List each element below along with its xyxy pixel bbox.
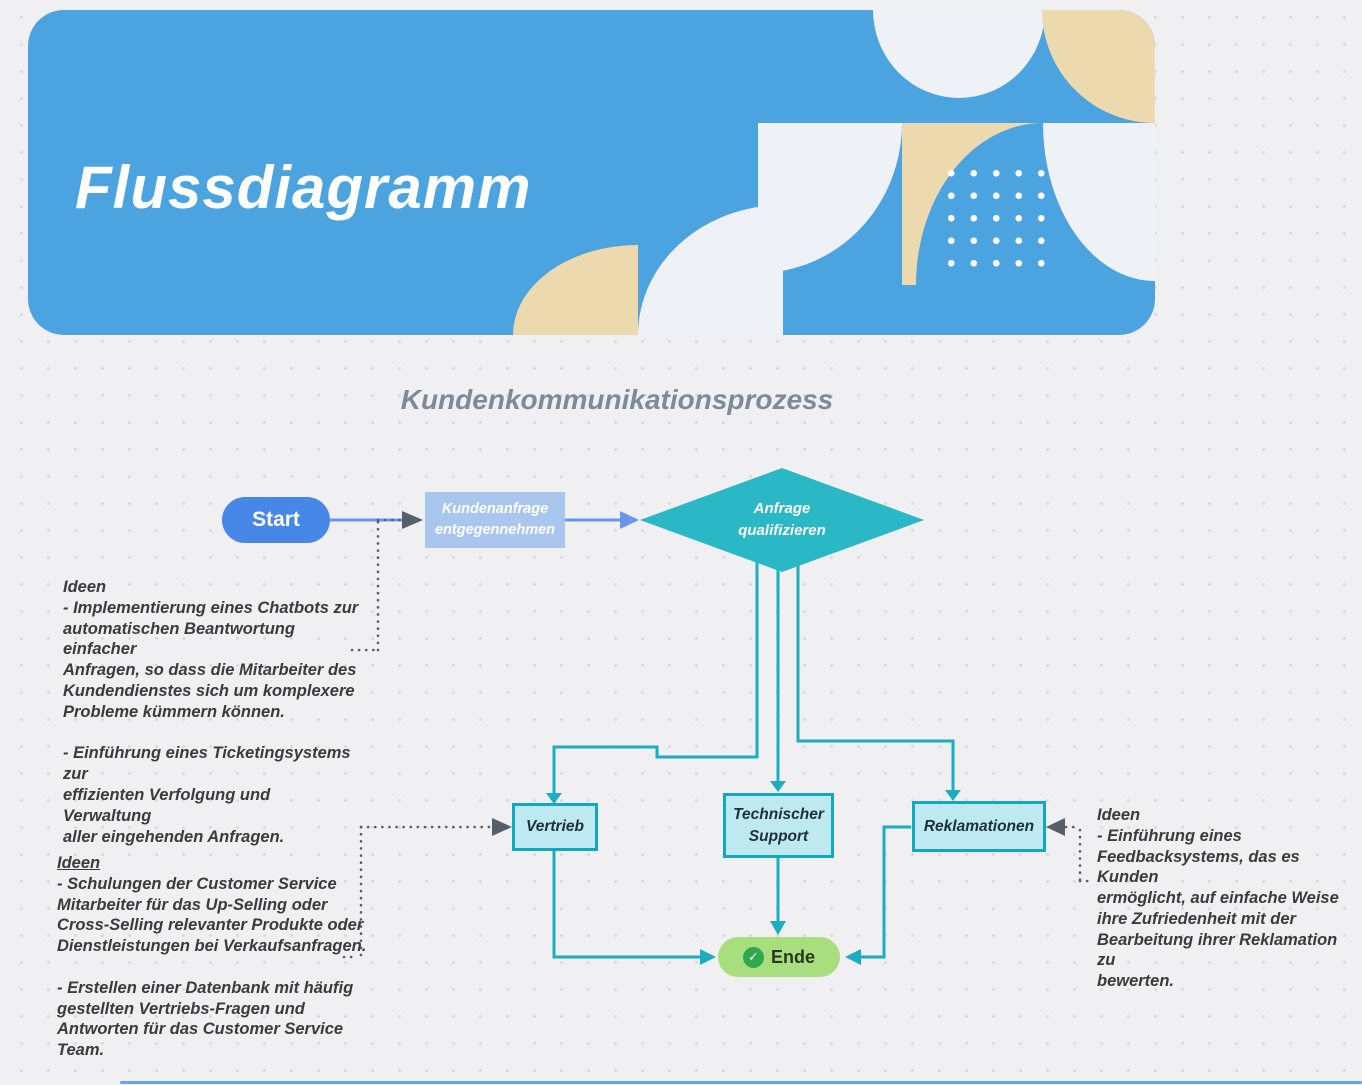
note-paragraph: - Implementierung eines Chatbots zur aut… xyxy=(63,598,359,721)
dots-pattern xyxy=(940,162,1052,276)
bottom-accent-line xyxy=(120,1081,1362,1084)
arrowhead-gray xyxy=(402,511,423,529)
note-paragraph: - Schulungen der Customer Service Mitarb… xyxy=(57,874,367,956)
banner: Flussdiagramm xyxy=(28,10,1155,335)
arrowhead-teal xyxy=(770,781,786,792)
note-ideas-top-left[interactable]: Ideen - Implementierung eines Chatbots z… xyxy=(63,577,363,868)
note-ideas-right[interactable]: Ideen - Einführung eines Feedbacksystems… xyxy=(1097,805,1347,1013)
start-node[interactable]: Start xyxy=(222,497,330,543)
note-paragraph: - Einführung eines Ticketingsystems zur … xyxy=(63,744,351,846)
arrowhead-teal xyxy=(845,949,861,965)
arrowhead-teal xyxy=(546,793,562,804)
complaints-node[interactable]: Reklamationen xyxy=(912,801,1046,852)
check-icon: ✓ xyxy=(742,946,764,968)
arrowhead-blue xyxy=(620,511,639,529)
arrowhead-gray xyxy=(1046,818,1065,836)
end-label: Ende xyxy=(770,946,815,967)
end-node[interactable]: ✓ Ende xyxy=(718,937,840,977)
support-label: Technischer Support xyxy=(733,805,824,845)
start-label: Start xyxy=(252,508,300,531)
arrowhead-gray xyxy=(492,818,512,836)
note-paragraph: - Einführung eines Feedbacksystems, das … xyxy=(1097,826,1339,991)
note-paragraph: - Erstellen einer Datenbank mit häufig g… xyxy=(57,978,354,1060)
connector-branches-to-end xyxy=(552,825,911,959)
complaints-label: Reklamationen xyxy=(923,817,1035,835)
connector-qualify-branches xyxy=(552,540,955,794)
banner-title: Flussdiagramm xyxy=(75,154,532,221)
arrowhead-teal xyxy=(700,949,716,965)
sales-node[interactable]: Vertrieb xyxy=(512,803,598,851)
note-title: Ideen xyxy=(63,578,107,596)
receive-request-node[interactable]: Kundenanfrage entgegennehmen xyxy=(425,492,565,548)
note-title: Ideen xyxy=(57,854,101,872)
note-ideas-bottom-left[interactable]: Ideen - Schulungen der Customer Service … xyxy=(57,853,367,1082)
note-title: Ideen xyxy=(1097,806,1141,824)
receive-label: Kundenanfrage entgegennehmen xyxy=(434,500,556,538)
arrowhead-teal xyxy=(945,790,961,801)
qualify-label: Anfrage qualifizieren xyxy=(738,499,826,540)
technical-support-node[interactable]: Technischer Support xyxy=(723,793,834,858)
arrowhead-teal xyxy=(770,921,786,935)
note-connectors-dotted xyxy=(342,518,1096,959)
diagram-title: Kundenkommunikationsprozess xyxy=(400,384,834,415)
sales-label: Vertrieb xyxy=(525,818,584,836)
